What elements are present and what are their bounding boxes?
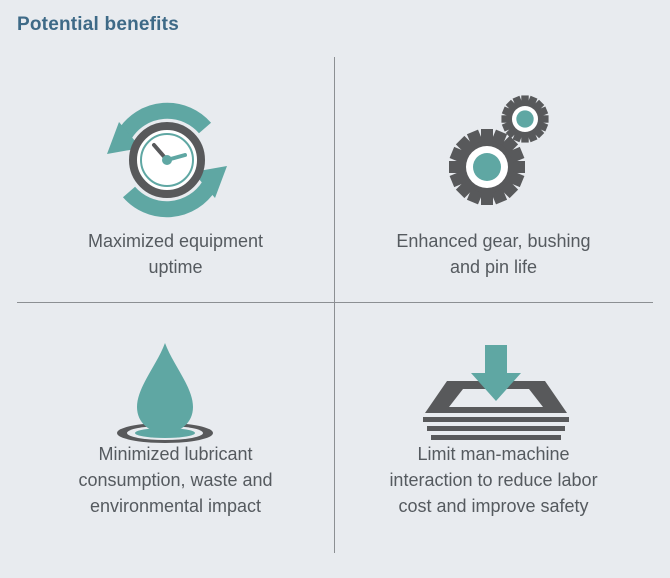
oil-drop-icon <box>117 343 213 443</box>
benefit-label: Minimized lubricant consumption, waste a… <box>78 444 273 516</box>
vertical-divider <box>334 57 335 553</box>
clock-cycle-icon <box>107 102 227 218</box>
benefit-label: Limit man-machine interaction to reduce … <box>389 444 598 516</box>
gears-icon <box>449 95 549 205</box>
benefit-label: Enhanced gear, bushing and pin life <box>396 231 591 277</box>
benefit-lubricant: Minimized lubricant consumption, waste a… <box>17 303 334 553</box>
benefit-safety: Limit man-machine interaction to reduce … <box>335 303 652 553</box>
benefit-uptime: Maximized equipment uptime <box>17 57 334 302</box>
benefit-gear-life: Enhanced gear, bushing and pin life <box>335 57 652 302</box>
benefit-label: Maximized equipment uptime <box>87 231 264 277</box>
download-tray-icon <box>423 345 569 440</box>
page-title: Potential benefits <box>17 14 179 35</box>
horizontal-divider <box>17 302 653 303</box>
